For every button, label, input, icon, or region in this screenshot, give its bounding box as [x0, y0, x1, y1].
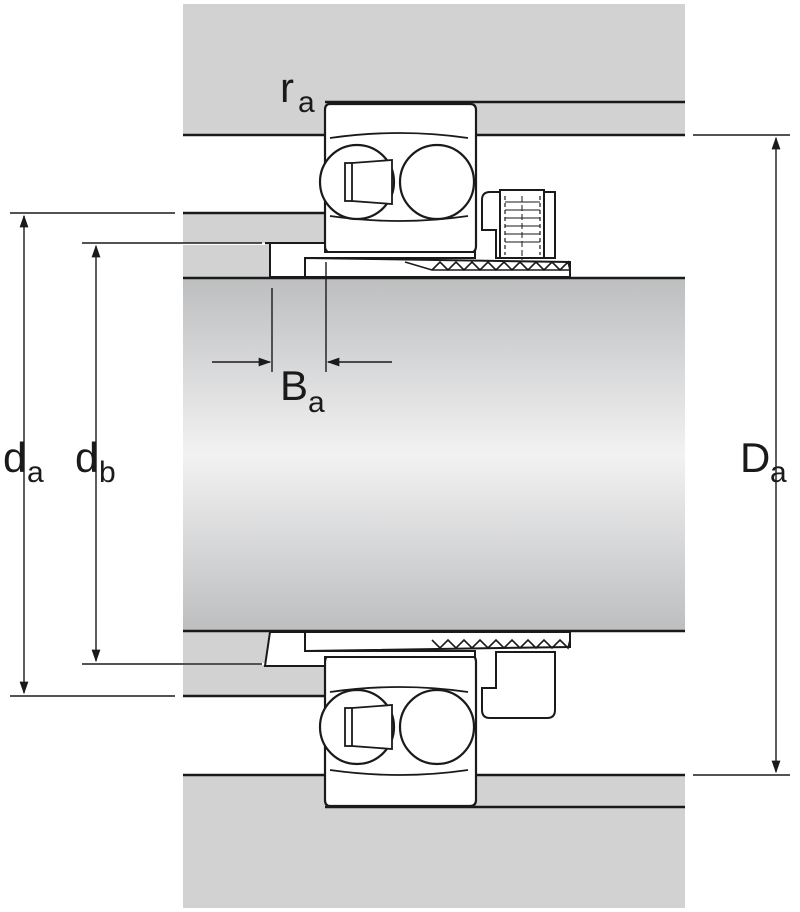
ball-upper-right	[398, 143, 476, 221]
thread-lower	[431, 638, 571, 650]
ball-lower-right	[398, 688, 476, 766]
adapter-sleeve-lower	[263, 631, 571, 667]
bearing-upper	[318, 102, 478, 255]
label-db: d b	[75, 434, 116, 489]
label-da-sub: a	[27, 456, 44, 489]
bearing-lower	[318, 653, 478, 808]
label-da-main: d	[3, 434, 26, 481]
shaft	[183, 276, 685, 633]
label-da: d a	[3, 434, 44, 489]
label-ra: r a	[280, 64, 315, 119]
label-ra-sub: a	[298, 86, 315, 119]
label-Da-main: D	[740, 434, 770, 481]
lock-nut-lower	[481, 651, 556, 719]
shaft-body	[183, 278, 685, 631]
label-db-main: d	[75, 434, 98, 481]
label-db-sub: b	[99, 456, 116, 489]
lock-nut-upper	[481, 189, 556, 260]
label-Da-sub: a	[770, 456, 787, 489]
label-ra-main: r	[280, 64, 294, 111]
label-Ba-main: B	[280, 362, 308, 409]
label-Ba-sub: a	[308, 386, 325, 419]
dimension-lines	[10, 134, 790, 776]
label-Ba: B a	[280, 362, 325, 419]
label-Da: D a	[740, 434, 787, 489]
thread-upper	[431, 260, 571, 272]
